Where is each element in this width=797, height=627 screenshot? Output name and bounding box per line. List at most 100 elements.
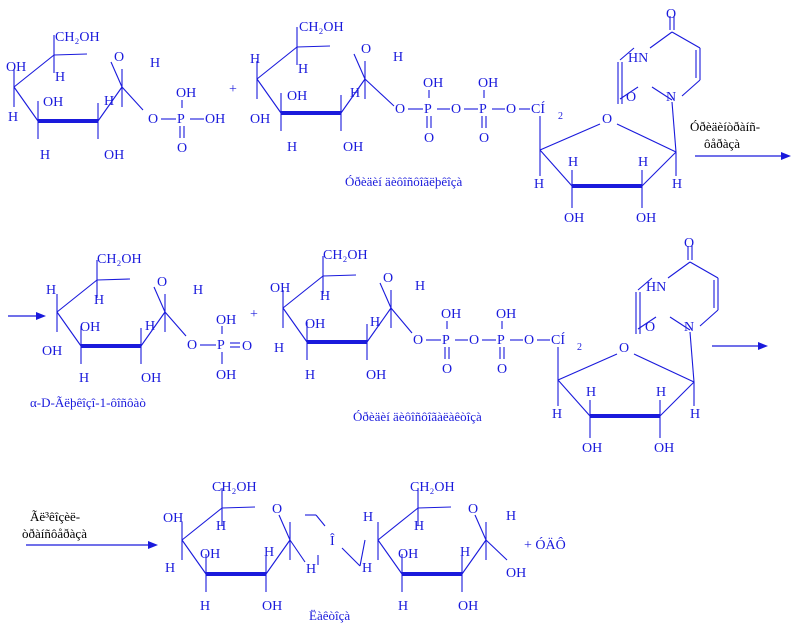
atom-label: OH [636,211,656,226]
atom-label: H [46,283,56,298]
atom-label: H [150,56,160,71]
atom-label: OH [398,547,418,562]
arrow-row1: Óðèäèíòðàíñ- ôåðàçà [690,119,791,160]
atom-label: O [602,112,612,127]
atom-label: O [413,333,423,348]
atom-label: H [193,283,203,298]
arrow-row2-in [8,312,46,320]
atom-label: OH [506,566,526,581]
atom-label: OH [582,441,602,456]
arrow-row2-out [712,342,768,350]
atom-label: H [216,519,226,534]
atom-label: H [298,62,308,77]
atom-label: H [306,562,316,577]
atom-label: H [534,177,544,192]
atom-label: O [424,131,434,146]
atom-label: OH [80,320,100,335]
atom-label: H [362,561,372,576]
atom-label: CH₂OH [299,20,344,35]
atom-label: O [666,7,676,22]
atom-label: OH [104,148,124,163]
glycosidic-oxygen: Î [330,532,335,549]
atom-label: O [383,271,393,286]
atom-label: H [460,545,470,560]
atom-label: O [469,333,479,348]
atom-label: H [414,519,424,534]
atom-label: OH [478,76,498,91]
atom-label: OH [6,60,26,75]
atom-label: O [395,102,405,117]
enzyme-label: ôåðàçà [704,136,740,151]
atom-label: H [305,368,315,383]
atom-label: OH [205,112,225,127]
atom-label: O [468,502,478,517]
atom-label: OH [141,371,161,386]
atom-label: OH [43,95,63,110]
atom-label: OH [250,112,270,127]
galactose-1-phosphate: CH₂OH O H H OH OH H H H OH O P OH O OH α… [30,252,252,410]
atom-label: H [398,599,408,614]
atom-label: O [361,42,371,57]
atom-label: HN [646,280,666,295]
atom-label: N [684,320,694,335]
atom-label: P [442,333,450,348]
atom-label: O [442,362,452,377]
atom-label: P [479,102,487,117]
atom-label: OH [287,89,307,104]
enzyme-label: Ãë³êîçèë- [30,509,80,524]
atom-label: OH [262,599,282,614]
atom-label: H [350,86,360,101]
atom-label: O [506,102,516,117]
atom-label: H [638,155,648,170]
atom-label: H [393,50,403,65]
atom-label: CH₂OH [323,248,368,263]
atom-label: O [272,502,282,517]
atom-label: H [370,315,380,330]
caption-galactose-1-phosphate: α-D-Ãëþêîçî-1-ôîñôàò [30,395,146,410]
atom-label: P [424,102,432,117]
atom-label: P [497,333,505,348]
atom-label: CH₂OH [97,252,142,267]
atom-label: OH [42,344,62,359]
atom-label: H [264,545,274,560]
atom-label: OH [163,511,183,526]
atom-label: H [552,407,562,422]
atom-label: H [200,599,210,614]
atom-label: H [672,177,682,192]
plus-udp: + ÓÄÔ [524,536,566,553]
udp-glucose: CH₂OH O H H OH OH H H H OH O P OH O O P … [250,7,701,226]
atom-label: CÍ [531,100,545,117]
caption-lactose: Ëàêòîçà [309,608,350,623]
glucose-row1: CH₂OH O OH H H OH H H H OH O P OH OH O [6,30,225,163]
atom-label: H [506,509,516,524]
arrow-row3: Ãë³êîçèë- òðàíñôåðàçà [22,509,158,549]
atom-label: O [187,338,197,353]
atom-label: OH [216,313,236,328]
atom-label: O [524,333,534,348]
atom-label: OH [654,441,674,456]
atom-label: H [145,319,155,334]
atom-label: H [415,279,425,294]
atom-label: O [177,141,187,156]
caption-udp-galactose: Óðèäèí äèôîñôîãàëàêòîçà [353,409,482,424]
enzyme-label: òðàíñôåðàçà [22,526,87,541]
atom-label: O [497,362,507,377]
atom-label: H [250,52,260,67]
atom-label: OH [496,307,516,322]
atom-label: O [114,50,124,65]
plus-sign: + [250,307,258,322]
atom-label: OH [305,317,325,332]
atom-label: OH [423,76,443,91]
atom-label: H [568,155,578,170]
atom-label: H [656,385,666,400]
atom-label: OH [270,281,290,296]
atom-label: O [148,112,158,127]
atom-label: H [165,561,175,576]
atom-label: P [217,338,225,353]
atom-label: H [40,148,50,163]
atom-label: O [645,320,655,335]
atom-label: N [666,90,676,105]
atom-label: H [363,510,373,525]
